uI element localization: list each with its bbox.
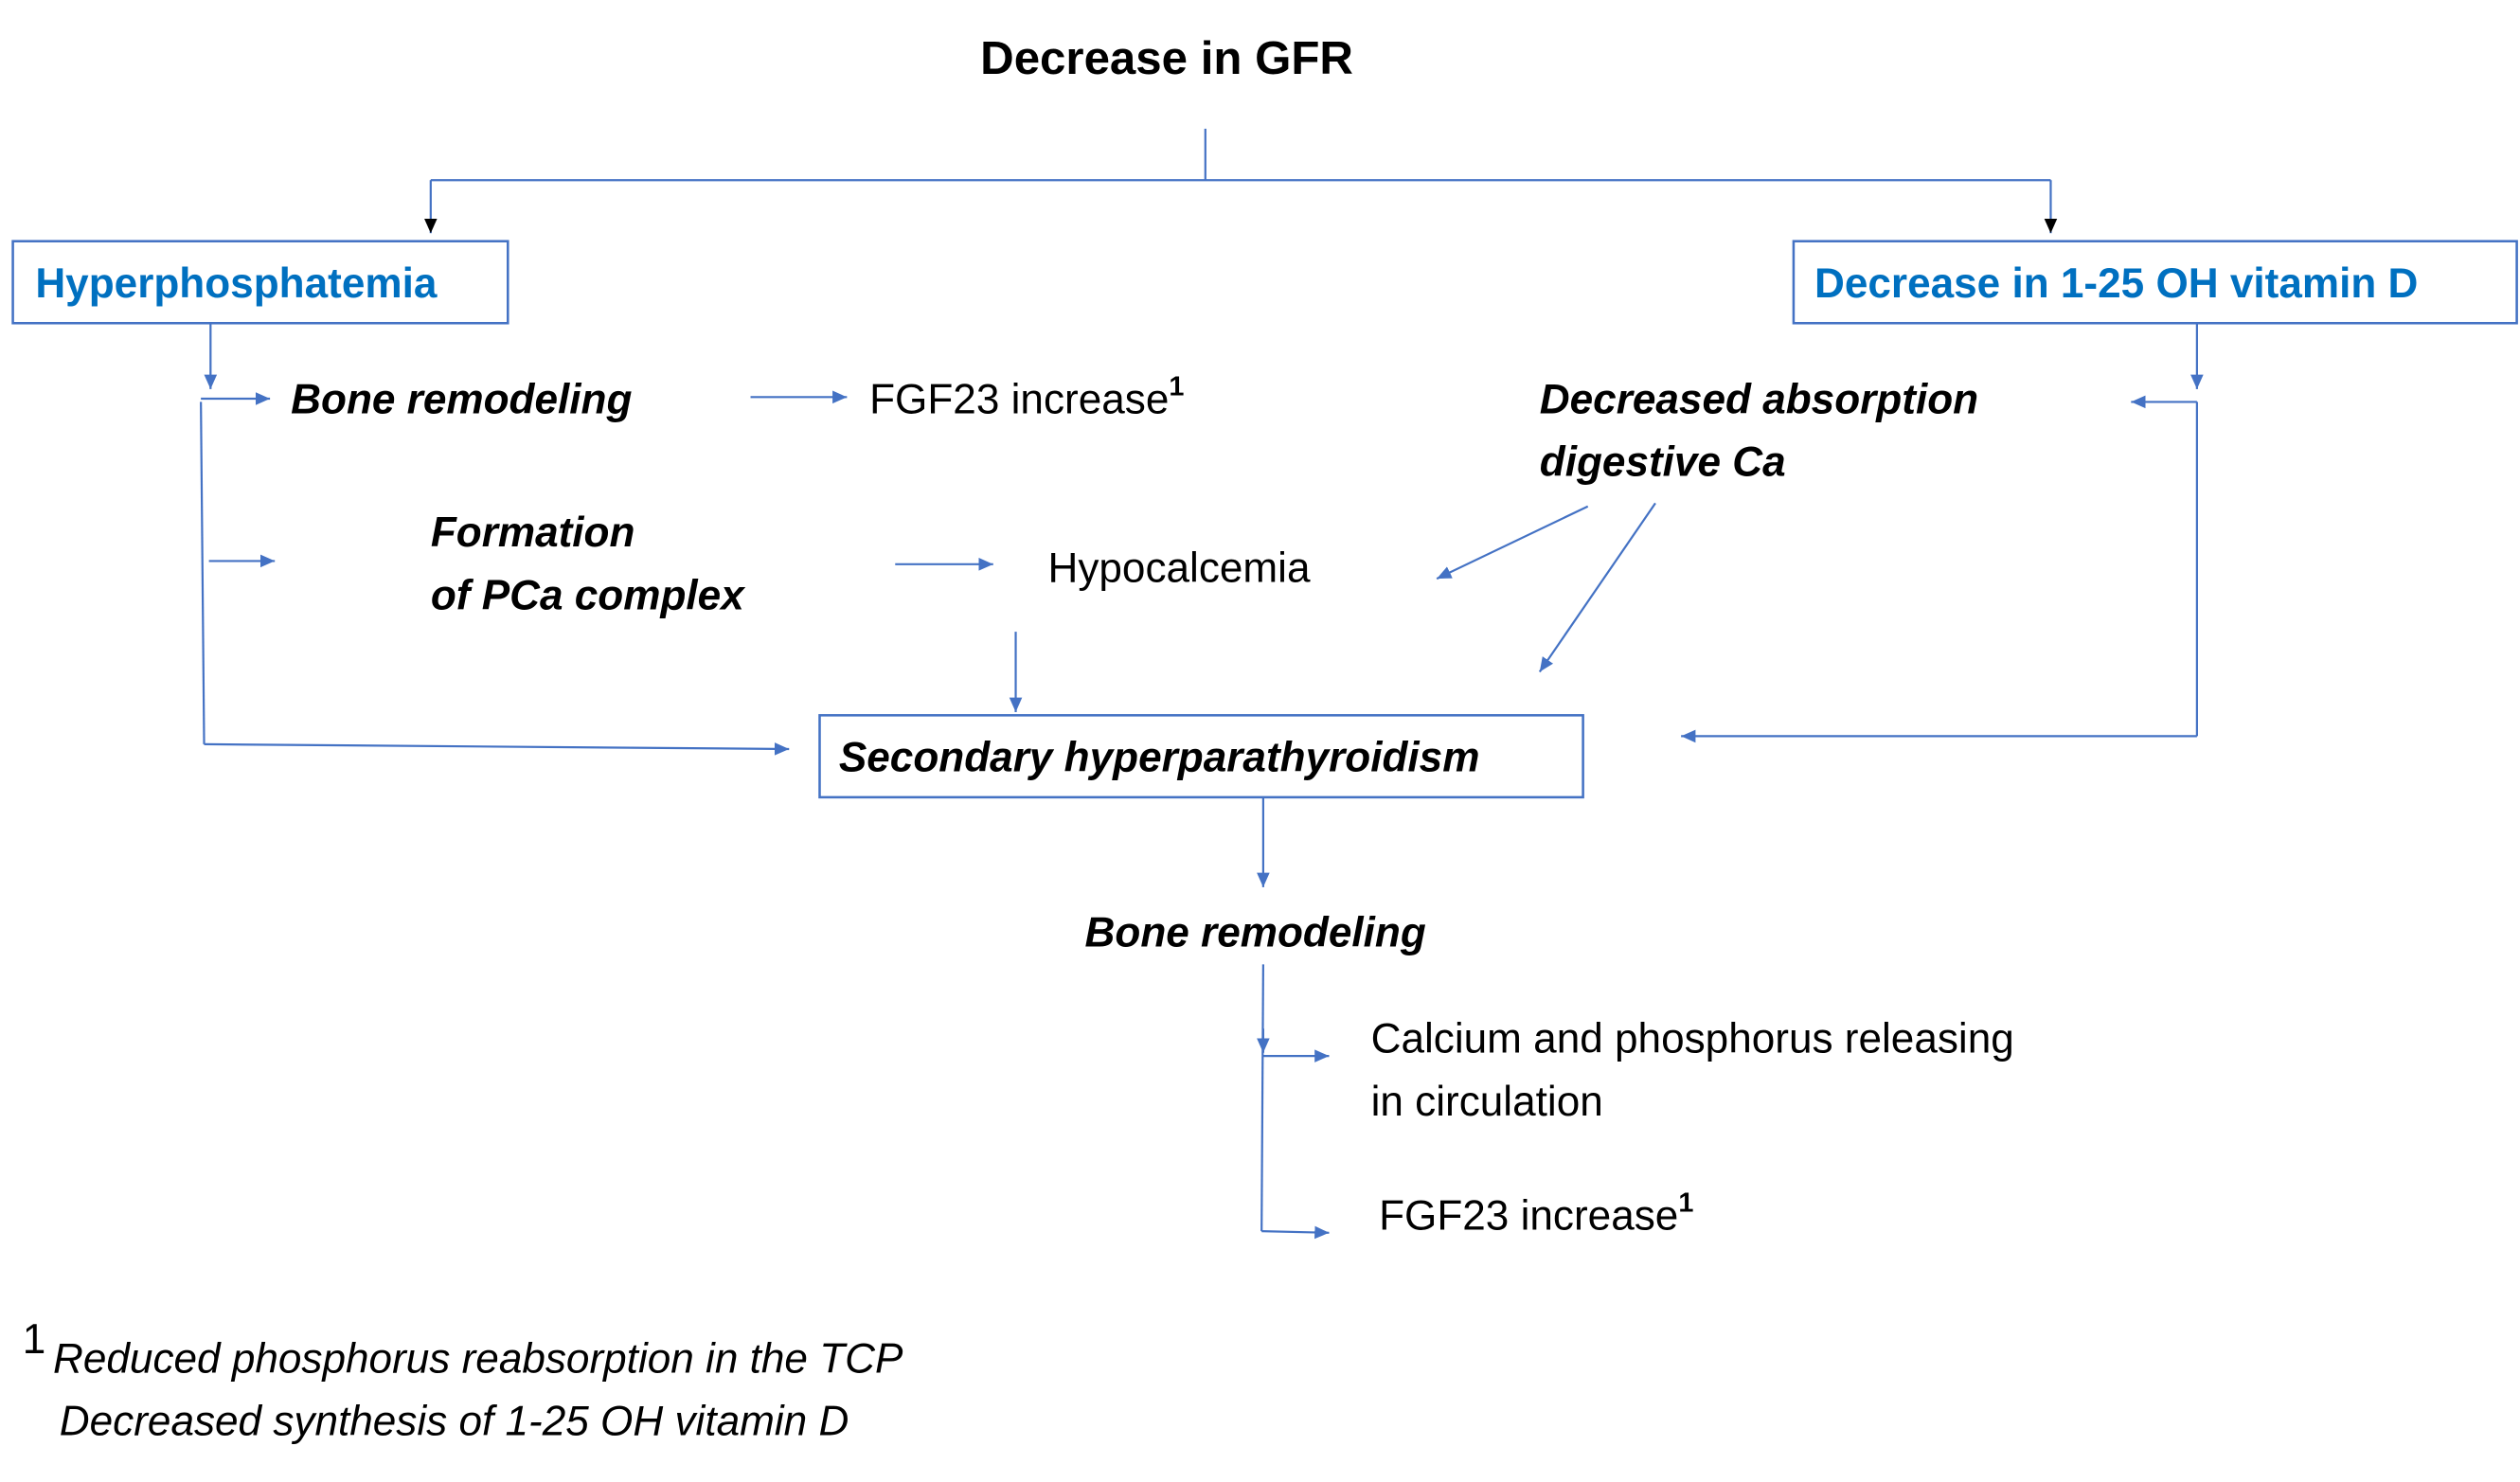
- node-bone-remodeling-2: Bone remodeling: [1085, 910, 1426, 956]
- arrow-to-fgf23-2: [1261, 1225, 1330, 1240]
- node-calcium-release-line1: Calcium and phosphorus releasing: [1371, 1016, 2014, 1062]
- node-decreased-absorption-line1: Decreased absorption: [1540, 376, 1978, 422]
- node-fgf23-2: FGF23 increase1: [1379, 1188, 1693, 1240]
- node-decreased-absorption-line2: digestive Ca: [1540, 438, 1786, 485]
- connector-left-vertical: [200, 402, 206, 744]
- node-fgf23-1: FGF23 increase1: [869, 372, 1184, 423]
- node-formation-line2: of PCa complex: [431, 572, 746, 618]
- box-secondary-hpt-label: Secondary hyperparathyroidism: [839, 735, 1480, 781]
- node-bone-remodeling-1: Bone remodeling: [291, 376, 632, 422]
- diagram-title: Decrease in GFR: [980, 32, 1353, 84]
- connector-bottom-vertical: [1260, 964, 1264, 1232]
- node-formation-line1: Formation: [431, 509, 635, 556]
- node-hypocalcemia: Hypocalcemia: [1047, 545, 1310, 591]
- footnote-line1: Reduced phosphorus reabsorption in the T…: [53, 1335, 903, 1382]
- box-hyperphosphatemia-label: Hyperphosphatemia: [35, 260, 438, 307]
- box-vitamin-d: Decrease in 1-25 OH vitamin D: [1792, 240, 2518, 325]
- node-calcium-release-line2: in circulation: [1371, 1079, 1603, 1125]
- arrow-left-to-secondary-hpt: [204, 742, 790, 756]
- footnote-line2: Decreased synthesis of 1-25 OH vitamin D: [60, 1399, 849, 1445]
- box-hyperphosphatemia: Hyperphosphatemia: [11, 240, 509, 325]
- box-secondary-hpt: Secondary hyperparathyroidism: [818, 714, 1584, 799]
- arrow-absorption-to-hypocalcemia: [1436, 505, 1589, 580]
- box-vitamin-d-label: Decrease in 1-25 OH vitamin D: [1814, 260, 2418, 307]
- footnote-marker: 1: [23, 1316, 46, 1363]
- arrow-absorption-to-hpt: [1538, 502, 1656, 673]
